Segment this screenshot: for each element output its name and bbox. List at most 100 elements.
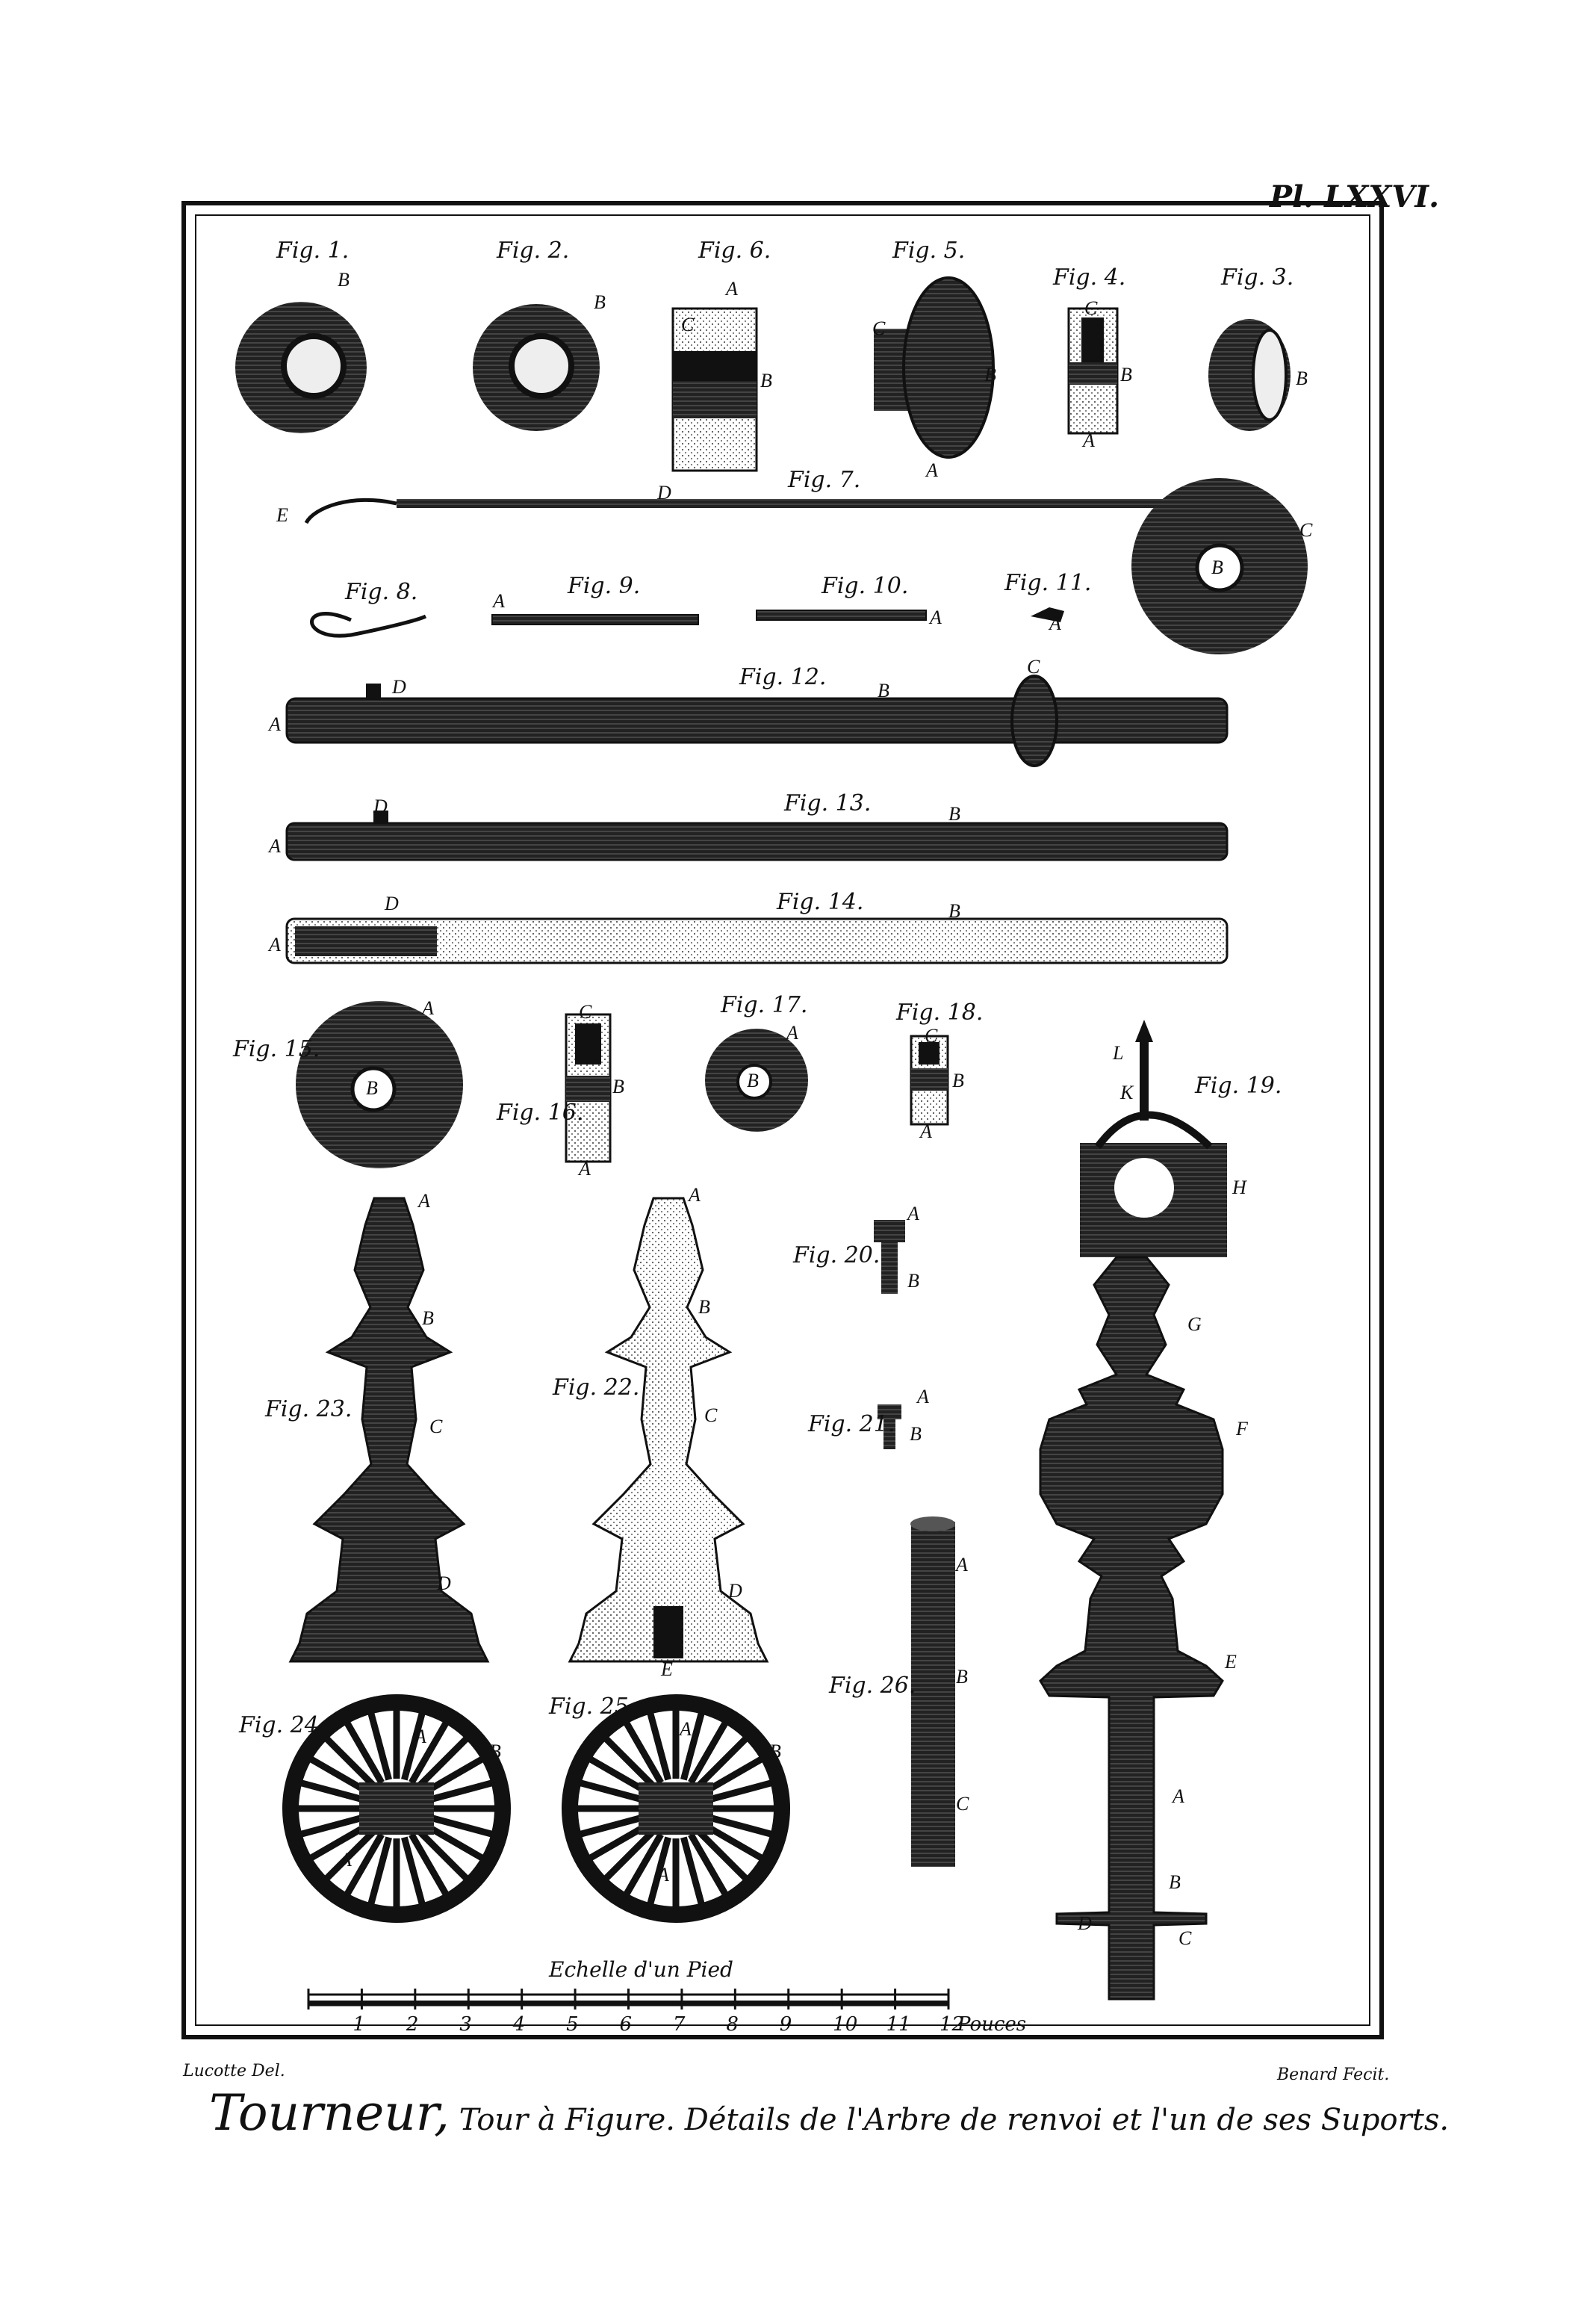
letter-label: K xyxy=(1120,1082,1134,1103)
letter-label: A xyxy=(418,1190,430,1212)
wheel-spoke xyxy=(324,1736,378,1790)
scale-tick-label: 6 xyxy=(619,2013,633,2036)
fig15-pulley xyxy=(296,1001,463,1168)
scale-tick-label: 5 xyxy=(566,2013,579,2036)
fig17-ring xyxy=(705,1029,808,1132)
fig-label-16: Fig. 16. xyxy=(497,1100,584,1126)
letter-label: B xyxy=(612,1076,624,1097)
fig-label-24: Fig. 24. xyxy=(239,1712,326,1738)
letter-label: D xyxy=(373,796,388,817)
fig22-socket xyxy=(653,1606,683,1658)
letter-label: A xyxy=(926,459,938,481)
letter-label: A xyxy=(493,590,505,612)
letter-label: B xyxy=(1120,364,1132,385)
letter-label: E xyxy=(276,504,288,526)
letter-label: A xyxy=(422,997,434,1019)
letter-label: B xyxy=(910,1423,922,1445)
scale-tick-label: 2 xyxy=(406,2013,419,2036)
fig-label-17: Fig. 17. xyxy=(721,992,808,1018)
letter-label: G xyxy=(1187,1313,1202,1335)
letter-label: B xyxy=(956,1666,968,1688)
letter-label: B xyxy=(366,1077,378,1099)
fig-label-20: Fig. 20. xyxy=(793,1242,881,1268)
letter-label: H xyxy=(1232,1177,1246,1198)
scale-bar xyxy=(307,1989,950,2010)
letter-label: C xyxy=(872,317,886,339)
fig18-section xyxy=(910,1035,949,1126)
letter-label: A xyxy=(786,1022,798,1044)
letter-label: D xyxy=(392,676,406,698)
fig-label-9: Fig. 9. xyxy=(568,573,641,599)
letter-label: L xyxy=(1113,1042,1124,1064)
fig19-column xyxy=(1039,1256,1224,2001)
fig4-section xyxy=(1067,307,1119,435)
fig8-hook xyxy=(310,612,427,638)
fig-label-23: Fig. 23. xyxy=(265,1396,353,1422)
scale-tick-label: 4 xyxy=(512,2013,526,2036)
letter-label: B xyxy=(422,1307,434,1329)
fig19-support-frame xyxy=(1080,1020,1227,1257)
letter-label: E xyxy=(661,1658,673,1680)
fig-label-5: Fig. 5. xyxy=(892,238,966,264)
letter-label: B xyxy=(1296,368,1308,389)
letter-label: B xyxy=(952,1070,964,1091)
fig-label-12: Fig. 12. xyxy=(739,664,827,690)
fig-label-8: Fig. 8. xyxy=(345,579,418,605)
letter-label: B xyxy=(769,1741,781,1762)
wheel-spoke xyxy=(603,1827,657,1881)
fig9-bar xyxy=(491,614,699,625)
letter-label: A xyxy=(579,1158,591,1180)
wheel-spoke xyxy=(300,1779,369,1804)
letter-label: C xyxy=(1027,656,1040,678)
scale-tick-label: 11 xyxy=(886,2013,911,2036)
letter-label: A xyxy=(689,1184,701,1206)
fig26-rod xyxy=(910,1516,955,1867)
wheel-spoke xyxy=(401,1712,426,1781)
fig6-section xyxy=(671,307,758,472)
letter-label: B xyxy=(1211,557,1223,578)
wheel-spoke xyxy=(415,1736,469,1790)
letter-label: B xyxy=(760,370,772,391)
plate-outer-border xyxy=(181,201,1384,2039)
scale-tick-label: 10 xyxy=(833,2013,858,2036)
letter-label: C xyxy=(1084,297,1098,319)
letter-label: D xyxy=(657,482,671,503)
wheel-spoke xyxy=(367,1836,392,1905)
plate-inner-border xyxy=(195,214,1370,2026)
wheel-spoke xyxy=(409,1721,449,1785)
fig-label-22: Fig. 22. xyxy=(553,1375,640,1401)
fig-label-6: Fig. 6. xyxy=(698,238,771,264)
scale-tick-label: 3 xyxy=(459,2013,472,2036)
letter-label: C xyxy=(704,1404,718,1426)
letter-label: D xyxy=(437,1572,451,1594)
letter-label: B xyxy=(1169,1871,1181,1893)
letter-label: C xyxy=(579,1001,592,1023)
letter-label: A xyxy=(907,1203,919,1224)
fig7-strap-and-pulley xyxy=(304,478,1308,654)
fig21-bolt xyxy=(878,1404,901,1449)
letter-label: A xyxy=(414,1726,426,1747)
fig22-candlestick-section xyxy=(568,1197,769,1663)
wheel-spoke xyxy=(415,1827,469,1881)
fig2-pulley xyxy=(473,304,600,431)
letter-label: A xyxy=(726,278,738,300)
fig12-shaft xyxy=(285,675,1229,767)
letter-label: A xyxy=(920,1121,932,1142)
wheel-spoke xyxy=(300,1813,369,1838)
letter-label: A xyxy=(340,1849,352,1871)
scale-tick-label: 8 xyxy=(726,2013,739,2036)
fig16-section xyxy=(565,1013,612,1163)
letter-label: C xyxy=(956,1793,969,1815)
wheel-spoke xyxy=(704,1813,772,1838)
fig-label-7: Fig. 7. xyxy=(788,467,861,493)
letter-label: F xyxy=(1236,1418,1248,1440)
wheel-spoke xyxy=(680,1712,705,1781)
scale-title: Echelle d'un Pied xyxy=(549,1957,733,1982)
wheel-spoke xyxy=(704,1779,772,1804)
fig-label-25: Fig. 25. xyxy=(549,1694,636,1720)
fig-label-19: Fig. 19. xyxy=(1195,1073,1282,1099)
letter-label: B xyxy=(698,1296,710,1318)
fig10-bar xyxy=(756,610,927,621)
